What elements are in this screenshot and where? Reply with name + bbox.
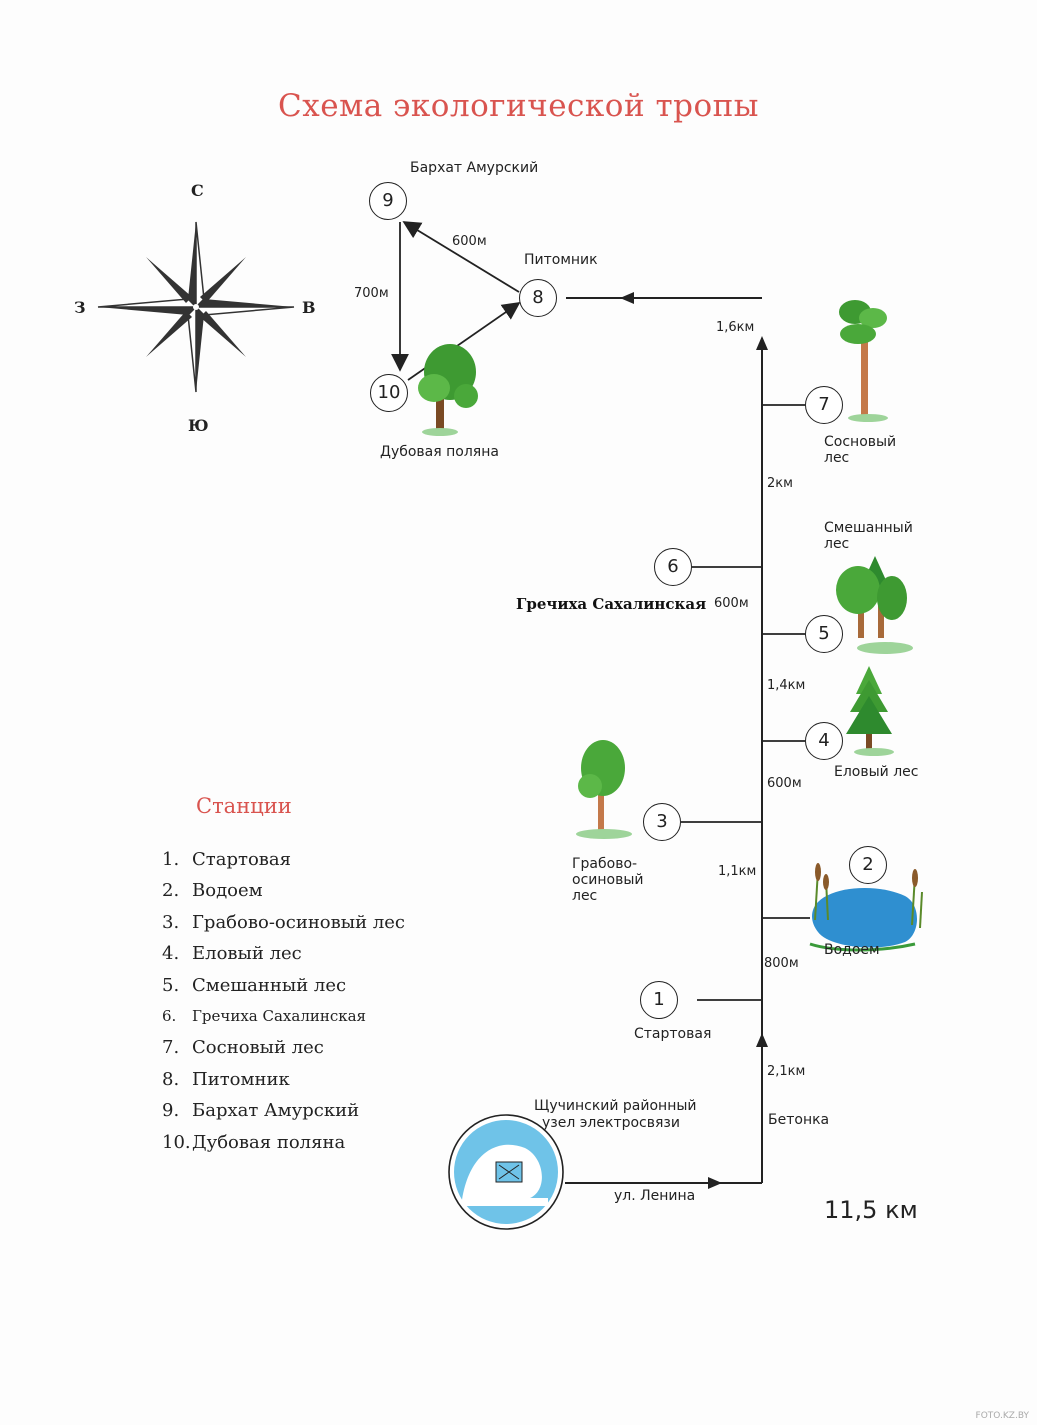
station-9-label: Бархат Амурский	[410, 160, 539, 176]
oak-tree-icon	[418, 344, 478, 436]
legend-item: 4.Еловый лес	[162, 943, 302, 965]
legend-item: 5.Смешанный лес	[162, 974, 347, 996]
station-8-label: Питомник	[524, 252, 598, 268]
pond-icon	[809, 863, 923, 952]
distance-3-2: 1,1км	[718, 864, 757, 879]
watermark: FOTO.KZ.BY	[975, 1411, 1029, 1421]
legend-list: 1.Стартовая 2.Водоем 3.Грабово-осиновый …	[162, 844, 405, 1158]
distance-4-3: 600м	[767, 776, 802, 791]
distance-to-8: 1,6км	[716, 320, 755, 335]
compass-rose-icon	[97, 221, 295, 393]
route-arrow-west	[620, 292, 634, 304]
distance-5-4: 1,4км	[767, 678, 806, 693]
station-4-label: Еловый лес	[834, 764, 919, 780]
distance-9-10: 700м	[354, 286, 389, 301]
pine-tree-icon	[839, 300, 888, 422]
route-arrow-north	[756, 336, 768, 350]
road-lenina-label: ул. Ленина	[614, 1188, 696, 1204]
compass-west: З	[74, 298, 86, 317]
distance-9-8: 600м	[452, 234, 487, 249]
mixed-forest-icon	[836, 556, 913, 654]
origin-label: Щучинский районный узел электросвязи	[534, 1098, 697, 1131]
station-1-marker[interactable]: 1	[640, 981, 678, 1019]
distance-6-5: 600м	[714, 596, 749, 611]
total-length: 11,5 км	[824, 1196, 918, 1224]
station-6-label: Гречиха Сахалинская	[516, 595, 707, 613]
map-title: Схема экологической тропы	[278, 88, 759, 124]
station-10-marker[interactable]: 10	[370, 374, 408, 412]
telecom-logo-icon	[448, 1114, 564, 1230]
compass-south: Ю	[188, 416, 209, 435]
distance-2-1: 800м	[764, 956, 799, 971]
distance-start: 2,1км	[767, 1064, 806, 1079]
legend-item: 6.Гречиха Сахалинская	[162, 1006, 367, 1025]
station-9-marker[interactable]: 9	[369, 182, 407, 220]
station-7-marker[interactable]: 7	[805, 386, 843, 424]
legend-item: 3.Грабово-осиновый лес	[162, 911, 405, 933]
station-3-marker[interactable]: 3	[643, 803, 681, 841]
station-2-label: Водоем	[824, 942, 880, 958]
distance-7-6: 2км	[767, 476, 793, 491]
compass-east: В	[302, 298, 316, 317]
spruce-tree-icon	[846, 666, 894, 756]
legend-item: 2.Водоем	[162, 880, 263, 902]
route-arrow-start	[756, 1033, 768, 1047]
legend-item: 10.Дубовая поляна	[162, 1131, 346, 1153]
road-betonka-label: Бетонка	[768, 1112, 830, 1128]
legend-item: 9.Бархат Амурский	[162, 1100, 360, 1122]
station-1-label: Стартовая	[634, 1026, 712, 1042]
legend-item: 1.Стартовая	[162, 849, 291, 870]
station-4-marker[interactable]: 4	[805, 722, 843, 760]
station-8-marker[interactable]: 8	[519, 279, 557, 317]
legend-item: 7.Сосновый лес	[162, 1037, 324, 1059]
legend-title: Станции	[196, 794, 292, 818]
deciduous-tree-icon	[576, 740, 632, 839]
compass-north: С	[191, 181, 204, 200]
station-2-marker[interactable]: 2	[849, 846, 887, 884]
legend-item: 8.Питомник	[162, 1068, 290, 1090]
station-6-marker[interactable]: 6	[654, 548, 692, 586]
station-10-label: Дубовая поляна	[380, 444, 499, 460]
station-5-marker[interactable]: 5	[805, 615, 843, 653]
